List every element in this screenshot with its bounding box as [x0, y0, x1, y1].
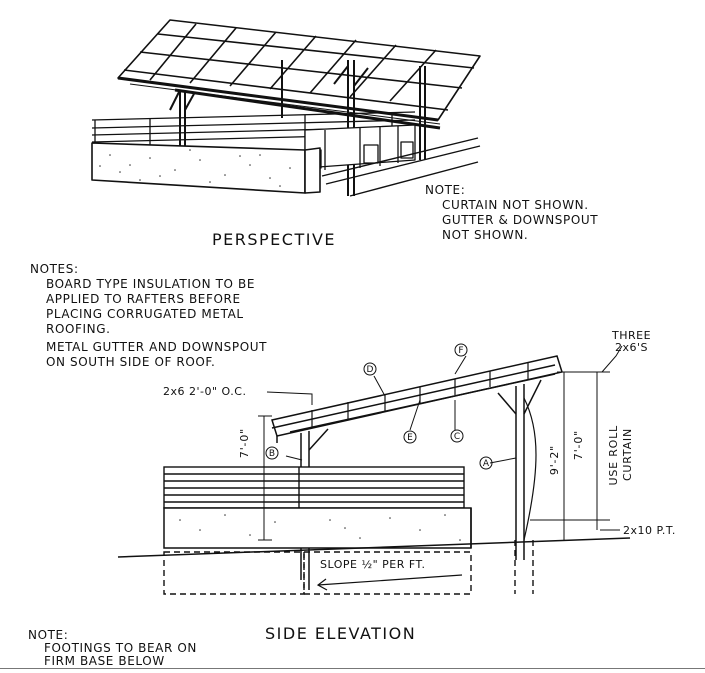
footing-note-heading: NOTE:: [28, 628, 69, 642]
callout-b: B: [269, 449, 275, 459]
dim-left-label: 7'-0": [238, 428, 251, 459]
callout-d: D: [367, 365, 374, 375]
roof-section: [271, 355, 563, 443]
base-label: 2x10 P.T.: [623, 524, 676, 537]
roof-notes-heading: NOTES:: [30, 262, 79, 276]
dim-mid-label: 9'-2": [548, 445, 561, 476]
footing-note: NOTE: FOOTINGS TO BEAR ON FIRM BASE BELO…: [28, 629, 197, 668]
wall-stipple: [179, 514, 461, 541]
footing-note-line: FOOTINGS TO BEAR ON: [44, 641, 197, 655]
perspective-drawing: [91, 19, 481, 197]
three-label: THREE: [612, 329, 652, 342]
roof-note-line: ON SOUTH SIDE OF ROOF.: [46, 355, 216, 369]
2x6s-label: 2x6'S: [615, 341, 649, 354]
footing-note-line: FIRM BASE BELOW: [44, 654, 165, 668]
roof-note-line: PLACING CORRUGATED METAL: [46, 307, 244, 321]
roof-note-line: APPLIED TO RAFTERS BEFORE: [46, 292, 241, 306]
ground-lines: [321, 137, 481, 197]
stalls: [304, 124, 416, 170]
callout-a: A: [483, 459, 490, 469]
rafter-spacing-label: 2x6 2'-0" O.C.: [163, 385, 247, 398]
fence-elevation: [163, 466, 465, 509]
posts-elevation: [300, 379, 542, 590]
curtain: [523, 397, 537, 541]
roof-note-line: BOARD TYPE INSULATION TO BE: [46, 277, 256, 291]
callout-f: F: [458, 346, 463, 356]
ground-line: [117, 537, 631, 558]
footings: [163, 540, 534, 595]
three-2x6-label: THREE 2x6'S: [612, 330, 651, 354]
roof-note-line: METAL GUTTER AND DOWNSPOUT: [46, 340, 268, 354]
concrete-wall: [163, 507, 472, 549]
callout-circles: [265, 343, 493, 470]
bottom-rule: [0, 668, 705, 669]
roof-note-line: ROOFING.: [46, 322, 111, 336]
side-elevation-drawing: A B C D E F: [117, 343, 631, 595]
curtain-label-1: USE ROLL: [607, 425, 620, 486]
callout-e: E: [407, 433, 413, 443]
roof-notes: NOTES: BOARD TYPE INSULATION TO BE APPLI…: [30, 262, 267, 370]
perspective-note: NOTE: CURTAIN NOT SHOWN. GUTTER & DOWNSP…: [425, 183, 598, 243]
perspective-note-heading: NOTE:: [425, 183, 466, 197]
dim-right-label: 7'-0": [572, 430, 585, 461]
callout-c: C: [454, 432, 460, 442]
dimension-lines: [258, 371, 620, 541]
concrete-base: [91, 142, 321, 194]
perspective-note-line: CURTAIN NOT SHOWN.: [442, 198, 589, 212]
perspective-note-line: GUTTER & DOWNSPOUT: [442, 213, 599, 227]
slope-label: SLOPE ½" PER FT.: [320, 558, 426, 571]
leader-lines: [266, 345, 623, 464]
curtain-label-2: CURTAIN: [621, 428, 634, 482]
perspective-note-line: NOT SHOWN.: [442, 228, 529, 242]
callout-letters: A B C D E F: [269, 346, 490, 469]
perspective-title: PERSPECTIVE: [212, 230, 337, 249]
slope-arrow: [316, 574, 463, 591]
concrete-stipple: [99, 149, 291, 187]
side-elevation-title: SIDE ELEVATION: [265, 624, 417, 643]
